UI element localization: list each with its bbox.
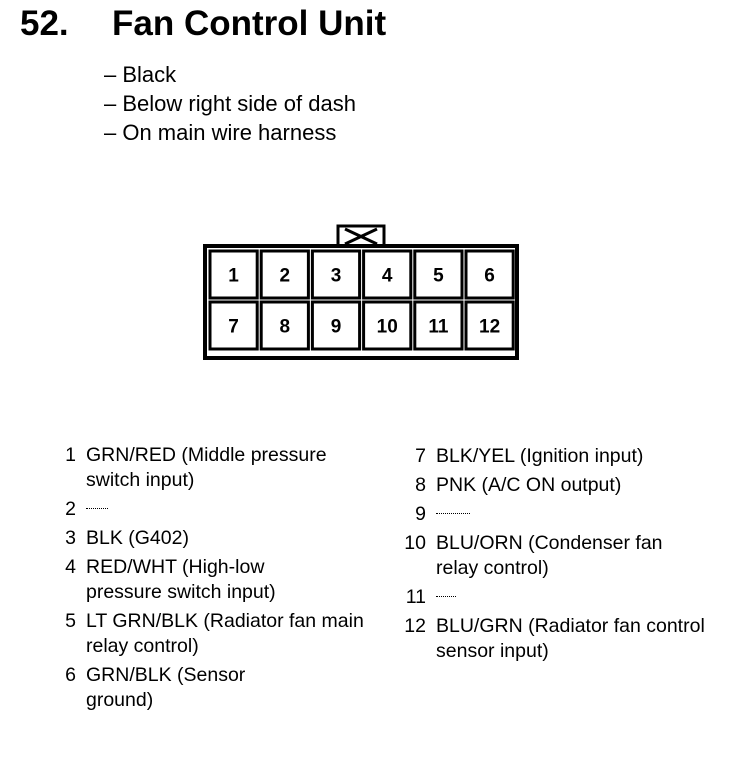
connector-pin-label-1: 1 <box>228 266 239 287</box>
page-title: 52. Fan Control Unit <box>20 6 386 41</box>
connector-pin-label-10: 10 <box>377 317 398 338</box>
connector-pin-label-5: 5 <box>433 266 444 287</box>
pin-number: 10 <box>404 532 426 554</box>
pin-number: 6 <box>65 664 76 686</box>
pin-row-12: 12 BLU/GRN (Radiator fan control sensor … <box>398 614 726 664</box>
connector-cavity-3 <box>310 249 362 300</box>
connector-pin-label-6: 6 <box>484 266 495 287</box>
note-color: – Black <box>104 62 177 87</box>
connector-cavity-8 <box>259 300 310 351</box>
pin-row-4: 4 RED/WHT (High-low pressure switch inpu… <box>50 555 376 605</box>
connector-pin-label-2: 2 <box>280 266 291 287</box>
pin-row-3: 3 BLK (G402) <box>50 526 376 551</box>
pin-number: 3 <box>65 527 76 549</box>
pin-description: BLK/YEL (Ignition input) <box>436 445 644 467</box>
pin-row-8: 8 PNK (A/C ON output) <box>398 473 726 498</box>
pin-description: LT GRN/BLK (Radiator fan main relay cont… <box>86 610 364 657</box>
unused-pin-dash <box>436 596 456 597</box>
pin-number: 1 <box>65 444 76 466</box>
note-harness: – On main wire harness <box>104 120 337 145</box>
pin-number: 7 <box>415 445 426 467</box>
unused-pin-dash <box>436 513 470 514</box>
section-number: 52. <box>20 4 69 43</box>
pin-list-left: 1 GRN/RED (Middle pressure switch input)… <box>50 443 376 717</box>
connector-cavity-5 <box>413 249 464 300</box>
pin-description: RED/WHT (High-low pressure switch input) <box>86 556 276 603</box>
connector-pin-label-8: 8 <box>280 317 291 338</box>
connector-pin-label-12: 12 <box>479 317 500 338</box>
pin-description: BLU/GRN (Radiator fan control sensor inp… <box>436 615 705 662</box>
connector-cavity-7 <box>208 300 259 351</box>
pin-row-9: 9 <box>398 502 726 527</box>
connector-cavity-2 <box>259 249 310 300</box>
pin-number: 4 <box>65 556 76 578</box>
connector-pin-label-3: 3 <box>331 266 342 287</box>
connector-cavity-1 <box>208 249 259 300</box>
pin-description: PNK (A/C ON output) <box>436 474 622 496</box>
pin-description-empty <box>436 585 726 610</box>
connector-pin-label-11: 11 <box>428 317 449 338</box>
connector-pin-label-7: 7 <box>228 317 239 338</box>
pin-row-6: 6 GRN/BLK (Sensor ground) <box>50 663 376 713</box>
connector-pin-label-9: 9 <box>331 317 342 338</box>
pin-number: 12 <box>404 615 426 637</box>
pin-description: BLK (G402) <box>86 527 189 549</box>
pin-description: GRN/RED (Middle pressure switch input) <box>86 444 327 491</box>
pin-description: BLU/ORN (Condenser fan relay control) <box>436 532 663 579</box>
connector-cavity-9 <box>310 300 362 351</box>
pin-number: 2 <box>65 498 76 520</box>
pin-number: 9 <box>415 503 426 525</box>
note-location: – Below right side of dash <box>104 91 356 116</box>
pin-row-7: 7 BLK/YEL (Ignition input) <box>398 444 726 469</box>
pin-number: 11 <box>405 586 426 608</box>
pin-row-5: 5 LT GRN/BLK (Radiator fan main relay co… <box>50 609 376 659</box>
connector-pin-label-4: 4 <box>382 266 393 287</box>
pin-number: 5 <box>65 610 76 632</box>
connector-cavity-12 <box>464 300 515 351</box>
pin-number: 8 <box>415 474 426 496</box>
lock-tab-cross-b <box>344 227 378 246</box>
pin-row-10: 10 BLU/ORN (Condenser fan relay control) <box>398 531 726 581</box>
pin-row-2: 2 <box>50 497 376 522</box>
connector-cavity-10 <box>362 300 413 351</box>
unused-pin-dash <box>86 508 108 509</box>
pin-description: GRN/BLK (Sensor ground) <box>86 664 246 711</box>
pin-row-11: 11 <box>398 585 726 610</box>
connector-cavity-4 <box>362 249 413 300</box>
pin-description-empty <box>436 502 726 527</box>
pin-description-empty <box>86 497 376 522</box>
connector-cavity-11 <box>413 300 464 351</box>
connector-notes: – Black – Below right side of dash – On … <box>104 60 356 147</box>
pin-row-1: 1 GRN/RED (Middle pressure switch input) <box>50 443 376 493</box>
connector-cavity-6 <box>464 249 515 300</box>
pin-list-right: 7 BLK/YEL (Ignition input) 8 PNK (A/C ON… <box>398 444 726 668</box>
section-title: Fan Control Unit <box>112 4 387 43</box>
